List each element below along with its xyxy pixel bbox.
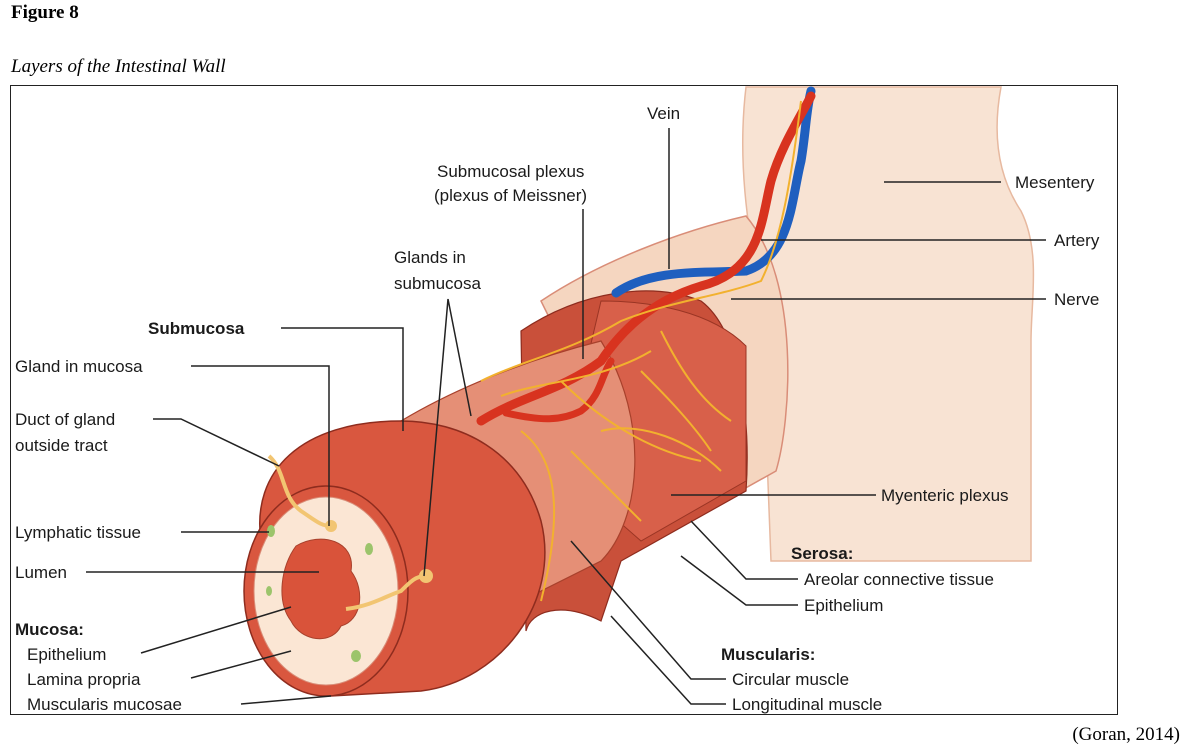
label-outside-tract: outside tract [15, 436, 108, 455]
diagram-frame: Vein Submucosal plexus (plexus of Meissn… [10, 85, 1118, 715]
label-vein: Vein [647, 104, 680, 123]
label-areolar: Areolar connective tissue [804, 570, 994, 589]
gland-in-submucosa-dot [419, 569, 433, 583]
nerve-network [480, 100, 802, 602]
label-mesentery: Mesentery [1015, 173, 1095, 192]
label-myenteric-plexus: Myenteric plexus [881, 486, 1009, 505]
label-submucosal-plexus-sub: (plexus of Meissner) [434, 186, 587, 205]
label-longitudinal-muscle: Longitudinal muscle [732, 695, 882, 714]
label-mucosa-epithelium: Epithelium [27, 645, 106, 664]
figure-credit: (Goran, 2014) [1072, 724, 1180, 745]
label-duct-of-gland: Duct of gland [15, 410, 115, 429]
label-lumen: Lumen [15, 563, 67, 582]
gland-in-mucosa-dot [325, 520, 337, 532]
leader-lines [86, 128, 1046, 705]
lymphatic-nodule [266, 586, 272, 596]
label-lamina-propria: Lamina propria [27, 670, 141, 689]
label-submucosa: Submucosa [148, 319, 245, 338]
figure-title: Layers of the Intestinal Wall [11, 56, 226, 77]
lymphatic-nodule [267, 525, 275, 537]
duct-of-gland [267, 454, 332, 528]
label-glands-submucosa: submucosa [394, 274, 481, 293]
label-mucosa-heading: Mucosa: [15, 620, 84, 639]
label-serosa-epithelium: Epithelium [804, 596, 883, 615]
label-lymphatic-tissue: Lymphatic tissue [15, 523, 141, 542]
lymphatic-nodule [351, 650, 361, 662]
label-muscularis-mucosae: Muscularis mucosae [27, 695, 182, 714]
label-serosa-heading: Serosa: [791, 544, 853, 563]
label-gland-in-mucosa: Gland in mucosa [15, 357, 143, 376]
intestinal-wall-diagram: Vein Submucosal plexus (plexus of Meissn… [15, 86, 1100, 714]
label-glands-in: Glands in [394, 248, 466, 267]
lumen-shape [281, 538, 361, 640]
label-muscularis-heading: Muscularis: [721, 645, 815, 664]
label-nerve: Nerve [1054, 290, 1099, 309]
label-submucosal-plexus: Submucosal plexus [437, 162, 584, 181]
lymphatic-nodule [365, 543, 373, 555]
artery-branch [502, 357, 615, 423]
figure-number: Figure 8 [11, 2, 79, 23]
label-circular-muscle: Circular muscle [732, 670, 849, 689]
label-artery: Artery [1054, 231, 1100, 250]
gland-in-submucosa [345, 574, 427, 611]
